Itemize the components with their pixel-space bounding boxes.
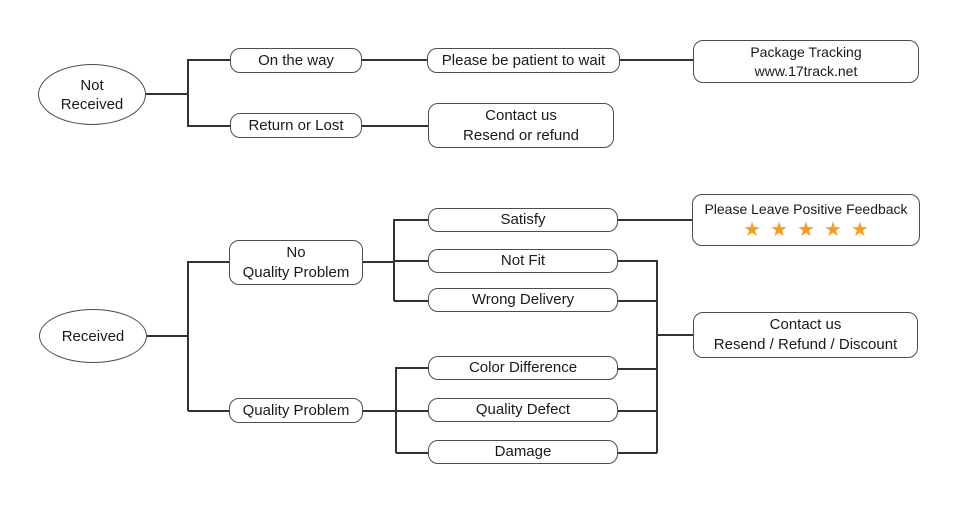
connector-line	[618, 452, 657, 454]
star-rating-icons: ★★★★★	[743, 219, 878, 241]
connector-line	[394, 260, 428, 262]
connector-line	[393, 219, 395, 301]
connector-line	[657, 334, 693, 336]
node-wrong-delivery: Wrong Delivery	[428, 288, 618, 312]
connector-line	[618, 300, 657, 302]
node-quality-defect: Quality Defect	[428, 398, 618, 422]
connector-line	[362, 125, 428, 127]
node-received: Received	[39, 309, 147, 363]
connector-line	[396, 367, 428, 369]
connector-line	[618, 260, 657, 262]
node-satisfy: Satisfy	[428, 208, 618, 232]
connector-line	[363, 261, 394, 263]
node-damage: Damage	[428, 440, 618, 464]
connector-line	[188, 59, 230, 61]
connector-line	[396, 452, 428, 454]
connector-line	[188, 261, 229, 263]
connector-line	[188, 410, 229, 412]
connector-line	[394, 219, 428, 221]
connector-line	[395, 367, 397, 453]
connector-line	[362, 59, 427, 61]
node-contact-resend-refund-discount: Contact us Resend / Refund / Discount	[693, 312, 918, 358]
connector-line	[618, 219, 692, 221]
node-package-tracking: Package Tracking www.17track.net	[693, 40, 919, 83]
connector-line	[618, 410, 657, 412]
connector-line	[147, 335, 188, 337]
node-on-the-way: On the way	[230, 48, 362, 73]
node-contact-resend-refund: Contact us Resend or refund	[428, 103, 614, 148]
node-return-or-lost: Return or Lost	[230, 113, 362, 138]
connector-line	[146, 93, 188, 95]
node-quality-problem: Quality Problem	[229, 398, 363, 423]
node-not-received: Not Received	[38, 64, 146, 125]
connector-line	[620, 59, 693, 61]
positive-feedback-label: Please Leave Positive Feedback	[704, 201, 908, 217]
node-please-be-patient: Please be patient to wait	[427, 48, 620, 73]
node-not-fit: Not Fit	[428, 249, 618, 273]
connector-line	[187, 261, 189, 411]
node-no-quality-problem: No Quality Problem	[229, 240, 363, 285]
connector-line	[394, 300, 428, 302]
connector-line	[618, 368, 657, 370]
connector-line	[396, 410, 428, 412]
connector-line	[656, 260, 658, 453]
connector-line	[363, 410, 396, 412]
connector-line	[188, 125, 230, 127]
node-color-difference: Color Difference	[428, 356, 618, 380]
node-positive-feedback: Please Leave Positive Feedback ★★★★★	[692, 194, 920, 246]
connector-line	[187, 59, 189, 127]
